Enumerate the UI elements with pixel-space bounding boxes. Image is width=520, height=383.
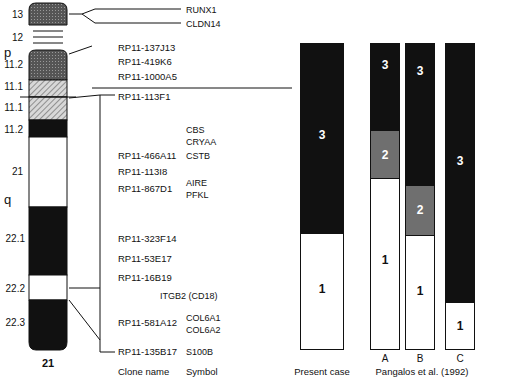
gene-symbol: ITGB2 (CD18) [160,290,218,302]
gene-symbol: CLDN14 [186,18,221,30]
band-label: 12 [12,32,23,44]
band-label: 11.2 [4,59,23,71]
gene-symbol: CSTB [186,150,210,162]
gene-symbol: CBS [186,124,205,136]
chromosome-number: 21 [42,357,54,369]
band-label: 11.2 [4,124,23,136]
segment-bar: 3 [405,43,435,186]
gene-symbol: COL6A1 [186,312,221,324]
segment-bar: 1 [370,178,400,350]
segment-number: 1 [371,253,399,267]
segment-number: 1 [301,282,343,296]
segment-number: 3 [371,58,399,72]
segment-bar: 1 [405,235,435,350]
segment-bar: 2 [370,130,400,179]
band-label: 22.2 [6,283,25,295]
column-heading: Present case [294,366,349,378]
column-letter: C [456,353,463,365]
clone-name: RP11-135B17 [118,346,177,358]
clone-name: RP11-419K6 [118,56,172,68]
clone-name: RP11-1000A5 [118,71,177,83]
clone-name: RP11-113I8 [118,166,167,178]
band-label: 13 [12,9,23,21]
segment-number: 2 [406,203,434,217]
gene-symbol: RUNX1 [186,4,217,16]
segment-bar: 1 [445,302,475,350]
column-heading: Symbol [186,366,218,378]
segment-number: 3 [406,64,434,78]
gene-symbol: COL6A2 [186,324,221,336]
segment-number: 1 [406,284,434,298]
arm-label: p [4,47,11,59]
band-label: 11.1 [4,102,23,114]
gene-symbol: CRYAA [186,136,216,148]
clone-name: RP11-16B19 [118,272,172,284]
column-letter: A [382,353,389,365]
segment-number: 2 [371,148,399,162]
column-heading: Clone name [118,366,169,378]
column-letter: B [417,353,424,365]
segment-bar: 2 [405,185,435,236]
band-label: 22.1 [6,233,25,245]
segment-bar: 3 [445,43,475,303]
segment-bar: 3 [300,43,344,234]
clone-name: RP11-137J13 [118,42,175,54]
segment-bar: 1 [300,233,344,350]
clone-name: RP11-466A11 [118,150,176,162]
segment-bar: 3 [370,43,400,131]
gene-symbol: AIRE [186,177,207,189]
band-label: 21 [12,166,23,178]
clone-name: RP11-53E17 [118,253,172,265]
segment-number: 1 [446,319,474,333]
column-heading: Pangalos et al. (1992) [376,366,469,378]
clone-name: RP11-581A12 [118,317,177,329]
clone-name: RP11-323F14 [118,233,176,245]
band-label: 11.1 [4,81,23,93]
gene-symbol: S100B [186,346,213,358]
clone-name: RP11-867D1 [118,183,172,195]
arm-label: q [4,194,11,206]
clone-name: RP11-113F1 [118,91,170,103]
gene-symbol: PFKL [186,189,209,201]
segment-number: 3 [301,128,343,142]
segment-number: 3 [446,154,474,168]
band-label: 22.3 [6,317,25,329]
